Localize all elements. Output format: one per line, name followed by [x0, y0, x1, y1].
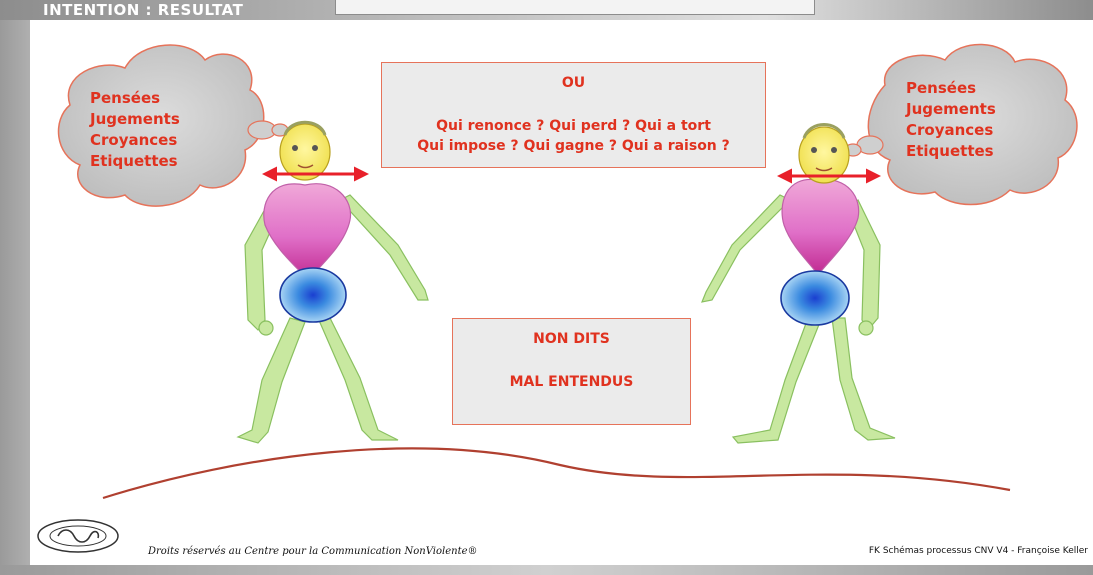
question-box: OU Qui renonce ? Qui perd ? Qui a tort Q…	[381, 62, 766, 168]
thought-line: Jugements	[90, 109, 180, 130]
copyright-text: Droits réservés au Centre pour la Commun…	[148, 546, 478, 557]
thought-line: Croyances	[906, 120, 996, 141]
box-heading: OU	[382, 75, 765, 91]
box-line-2: Qui impose ? Qui gagne ? Qui a raison ?	[382, 138, 765, 154]
cnv-logo	[38, 520, 118, 552]
thought-text-right: Pensées Jugements Croyances Etiquettes	[906, 78, 996, 162]
thought-line: Etiquettes	[906, 141, 996, 162]
thought-line: Etiquettes	[90, 151, 180, 172]
thought-line: Pensées	[906, 78, 996, 99]
box-line-1: Qui renonce ? Qui perd ? Qui a tort	[382, 118, 765, 134]
thought-text-left: Pensées Jugements Croyances Etiquettes	[90, 88, 180, 172]
box-line-1: NON DITS	[453, 331, 690, 347]
ground-line	[103, 448, 1010, 498]
person-right	[702, 125, 895, 444]
person-left	[238, 122, 428, 443]
unsaid-box: NON DITS MAL ENTENDUS	[452, 318, 691, 425]
box-line-2: MAL ENTENDUS	[453, 374, 690, 390]
thought-line: Jugements	[906, 99, 996, 120]
credit-text: FK Schémas processus CNV V4 - Françoise …	[869, 546, 1088, 556]
thought-line: Pensées	[90, 88, 180, 109]
thought-line: Croyances	[90, 130, 180, 151]
